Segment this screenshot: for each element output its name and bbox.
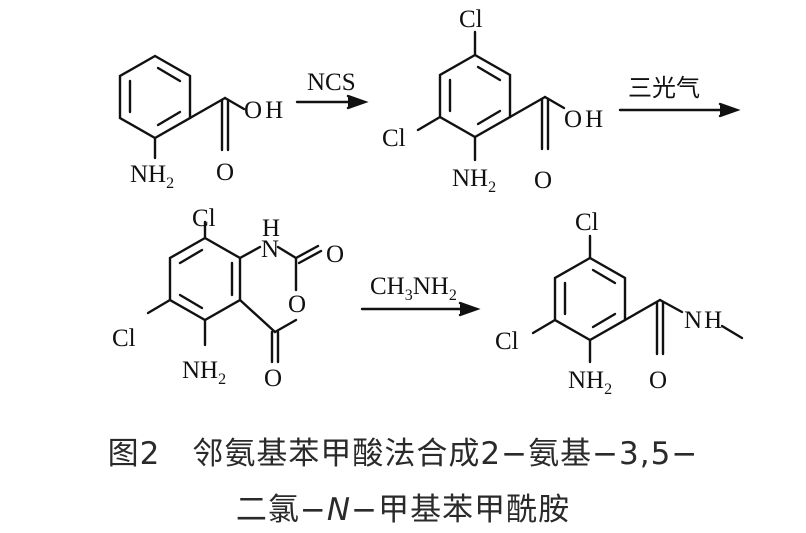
- reaction-arrow-2: 三光气: [618, 74, 741, 118]
- atom-nh2: NH2: [568, 367, 612, 398]
- atom-n: N: [261, 236, 279, 263]
- atom-cl-top: Cl: [459, 6, 483, 33]
- reaction-arrow-1: NCS: [295, 69, 369, 110]
- atom-cl-top: Cl: [575, 209, 599, 236]
- atom-nh2: NH2: [130, 161, 174, 192]
- atom-cl-left: Cl: [112, 325, 136, 352]
- figure-caption-line-2: 二氯−N−甲基苯甲酰胺: [235, 492, 571, 528]
- figure-caption-line-1: 图2 邻氨基苯甲酸法合成2−氨基−3,5−: [107, 436, 699, 472]
- molecule-dichloro-isatoic-anhydride: Cl Cl NH2 H N O O O: [112, 205, 344, 392]
- atom-o-ring: O: [288, 291, 306, 318]
- atom-carbonyl-o: O: [264, 365, 282, 392]
- atom-carbonyl-o: O: [216, 159, 234, 186]
- atom-cl-left: Cl: [382, 125, 406, 152]
- reagent-methylamine: CH3NH2: [370, 273, 457, 304]
- atom-carbonyl-o: O: [649, 367, 667, 394]
- reaction-arrow-3: CH3NH2: [360, 273, 481, 317]
- atom-carbonyl-o: O: [534, 167, 552, 194]
- molecule-product-amide: Cl Cl NH2 NH O: [495, 209, 744, 398]
- atom-cl-top: Cl: [192, 205, 216, 232]
- reagent-triphosgene: 三光气: [628, 74, 700, 102]
- atom-nh: NH: [684, 307, 722, 334]
- atom-nh2: NH2: [452, 165, 496, 196]
- atom-o-exo: O: [326, 241, 344, 268]
- atom-h: H: [262, 215, 280, 242]
- reagent-ncs: NCS: [307, 69, 356, 96]
- atom-nh2: NH2: [182, 357, 226, 388]
- atom-cl-left: Cl: [495, 328, 519, 355]
